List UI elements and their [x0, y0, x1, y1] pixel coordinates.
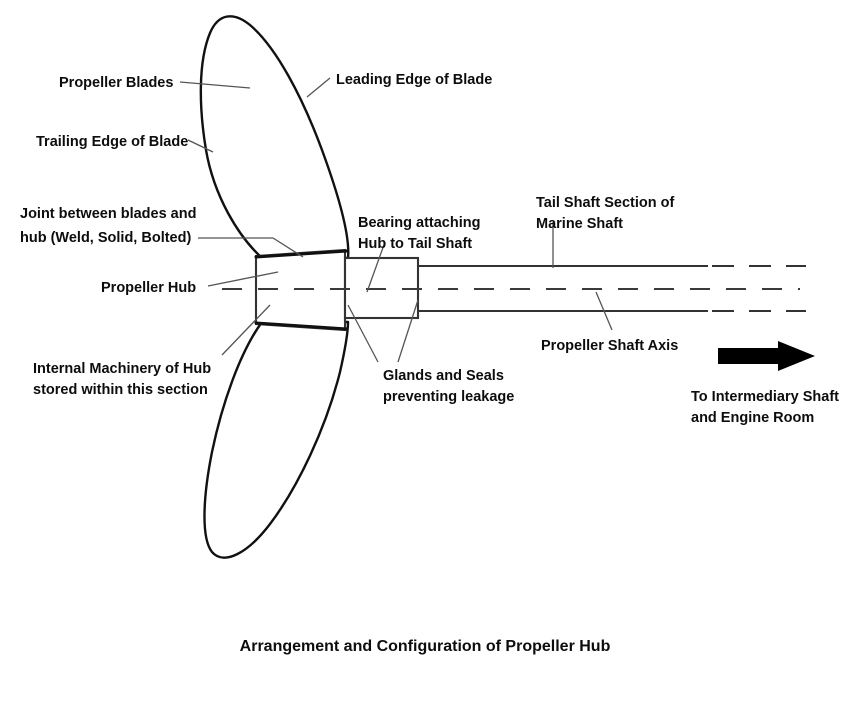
label-bearing-line2: Hub to Tail Shaft	[358, 236, 472, 252]
upper-propeller-blade	[199, 15, 350, 260]
leader-trailing-edge	[187, 139, 214, 153]
label-leading-edge: Leading Edge of Blade	[336, 72, 492, 88]
lower-blade-hub-joint	[254, 321, 349, 331]
label-propeller-shaft-axis: Propeller Shaft Axis	[541, 338, 678, 354]
leader-leading-edge	[306, 77, 331, 98]
label-internal-machinery-line1: Internal Machinery of Hub	[33, 361, 211, 377]
leader-glands-right	[397, 299, 419, 363]
leader-glands-left	[347, 304, 379, 363]
label-propeller-hub: Propeller Hub	[101, 280, 196, 296]
label-joint-line2: hub (Weld, Solid, Bolted)	[20, 230, 191, 246]
leader-propeller-hub	[207, 271, 279, 287]
label-tail-shaft-line2: Marine Shaft	[536, 216, 623, 232]
leader-shaft-axis	[595, 291, 613, 331]
leader-joint	[198, 237, 304, 258]
lower-propeller-blade	[203, 320, 350, 559]
label-internal-machinery-line2: stored within this section	[33, 382, 208, 398]
leader-bearing	[366, 241, 386, 293]
label-trailing-edge: Trailing Edge of Blade	[36, 134, 188, 150]
label-to-intermediary-line2: and Engine Room	[691, 410, 814, 426]
label-glands-line1: Glands and Seals	[383, 368, 504, 384]
leader-internal-machinery	[221, 304, 271, 356]
label-glands-line2: preventing leakage	[383, 389, 514, 405]
label-propeller-blades: Propeller Blades	[59, 75, 173, 91]
label-to-intermediary-line1: To Intermediary Shaft	[691, 389, 839, 405]
label-bearing-line1: Bearing attaching	[358, 215, 480, 231]
leader-propeller-blades	[179, 81, 251, 89]
label-tail-shaft-line1: Tail Shaft Section of	[536, 195, 674, 211]
label-joint-line1: Joint between blades and	[20, 206, 196, 222]
upper-blade-hub-joint	[254, 249, 349, 259]
right-arrow-icon	[718, 341, 815, 371]
figure-title: Arrangement and Configuration of Propell…	[240, 638, 611, 655]
